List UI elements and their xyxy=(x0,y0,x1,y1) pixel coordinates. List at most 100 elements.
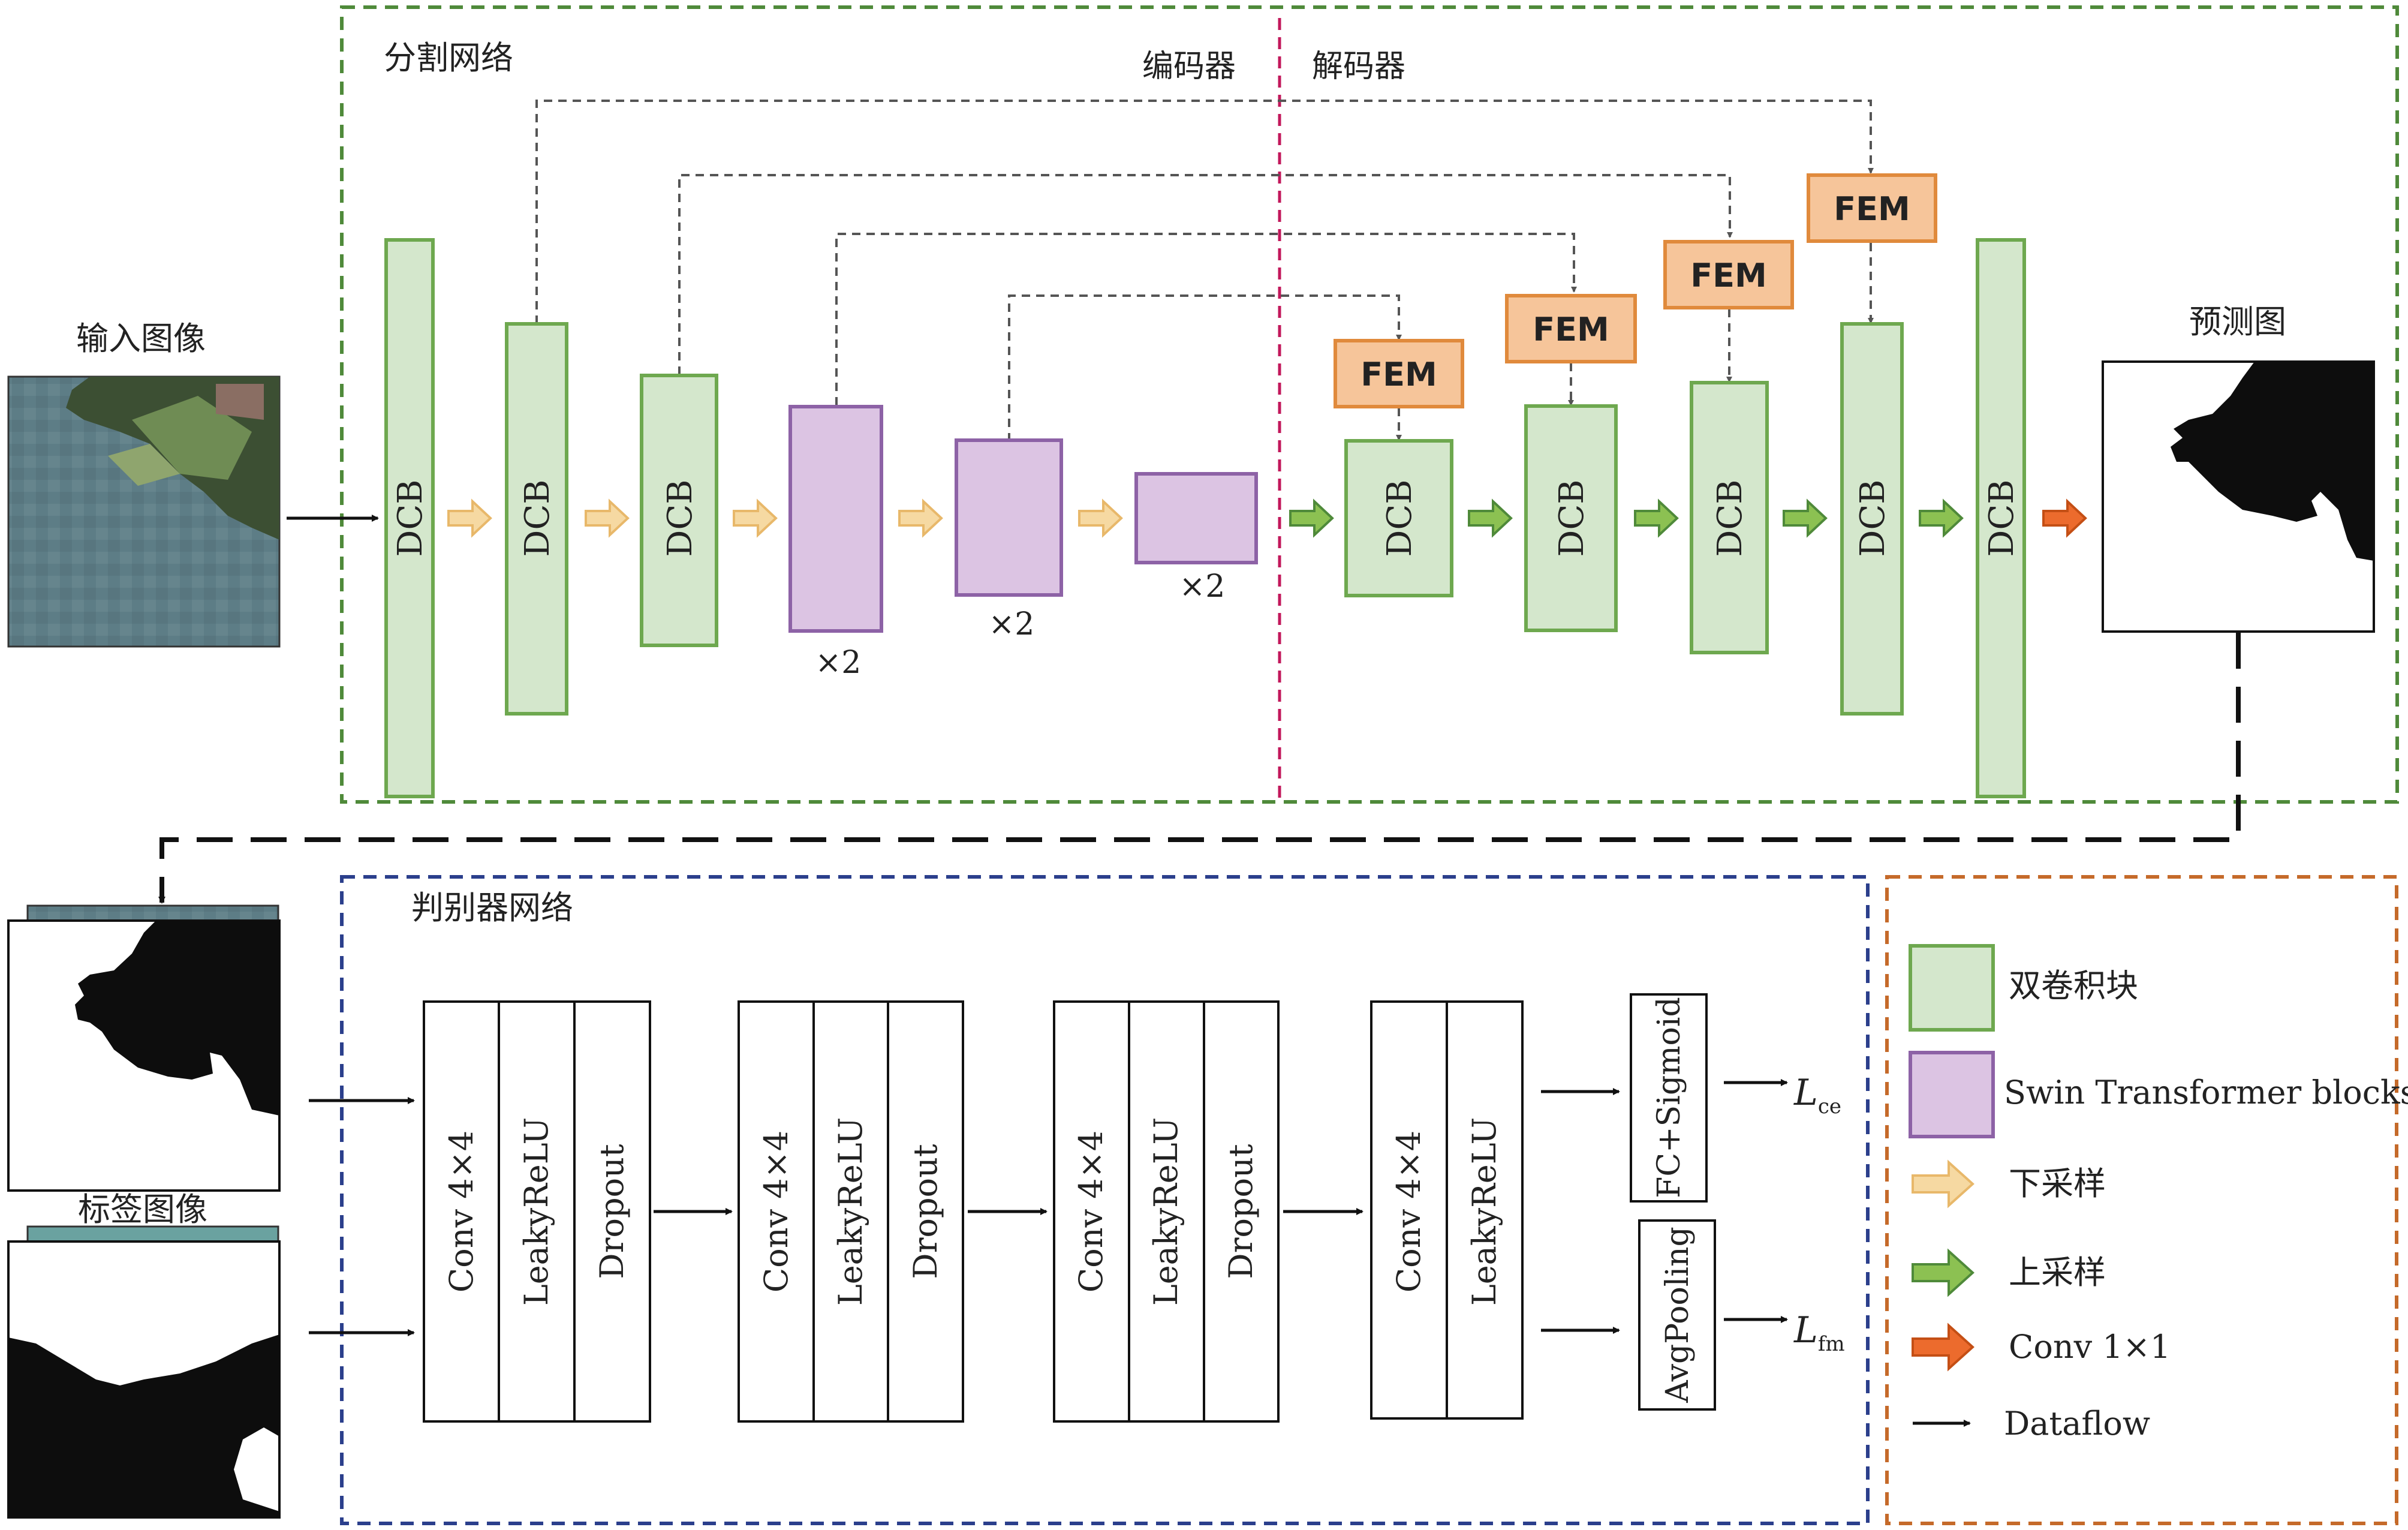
fc-sigmoid-block xyxy=(1630,993,1708,1203)
downsample-arrow-5 xyxy=(1078,498,1123,538)
disc-group-3: Conv 4×4 LeakyReLU Dropout xyxy=(1053,1000,1280,1423)
swin-block-1 xyxy=(788,405,883,633)
loss-fm-main: L xyxy=(1793,1309,1818,1351)
downsample-arrow-3 xyxy=(733,498,778,538)
avgpooling-label: AvgPooling xyxy=(1660,1227,1696,1403)
disc-group-2: Conv 4×4 LeakyReLU Dropout xyxy=(738,1000,964,1423)
dcb-block-6 xyxy=(1690,381,1769,654)
disc-group-1-dropout: Dropout xyxy=(593,1144,631,1279)
legend-dataflow-label: Dataflow xyxy=(2004,1405,2150,1442)
downsample-arrows xyxy=(447,498,1123,538)
legend-swin-swatch xyxy=(1909,1051,1995,1138)
loss-ce-main: L xyxy=(1793,1072,1818,1114)
disc-group-2-conv: Conv 4×4 xyxy=(757,1131,795,1292)
dcb-block-5 xyxy=(1524,404,1618,632)
legend-double-conv-label: 双卷积块 xyxy=(2009,967,2138,1005)
input-image-title: 输入图像 xyxy=(76,320,206,357)
legend-conv1x1-label: Conv 1×1 xyxy=(2009,1328,2171,1366)
input-image xyxy=(7,375,281,648)
fem-block-3 xyxy=(1663,240,1794,309)
dcb-labels: DCB DCB DCB DCB DCB DCB DCB DCB xyxy=(391,480,2021,557)
segmentation-network-title: 分割网络 xyxy=(384,39,513,77)
dcb-label-3: DCB xyxy=(661,480,700,557)
downsample-arrow-1 xyxy=(447,498,492,538)
dcb-block-3 xyxy=(640,374,718,647)
swin-block-2 xyxy=(955,438,1063,597)
skip-connection-3 xyxy=(835,233,1577,405)
skip-connection-4 xyxy=(1008,294,1402,441)
dcb-label-4: DCB xyxy=(1380,480,1419,557)
disc-group-4: Conv 4×4 LeakyReLU xyxy=(1370,1000,1524,1420)
predicted-image-stack xyxy=(7,904,281,1192)
upsample-arrow-5 xyxy=(1919,498,1964,538)
fem-blocks: FEM FEM FEM FEM xyxy=(1334,173,1937,408)
legend-upsample-label: 上采样 xyxy=(2009,1254,2106,1291)
fem-label-2: FEM xyxy=(1533,311,1609,348)
disc-group-2-dropout: Dropout xyxy=(907,1144,944,1279)
discriminator-network-title: 判别器网络 xyxy=(411,889,573,927)
legend: 双卷积块 Swin Transformer blocks 下采样 上采样 Con… xyxy=(1909,944,2408,1442)
dcb-block-1 xyxy=(384,238,435,798)
swin-blocks: ×2 ×2 ×2 xyxy=(788,405,1258,681)
upsample-arrow-3 xyxy=(1634,498,1679,538)
dcb-block-8 xyxy=(1976,238,2026,798)
prediction-map-title: 预测图 xyxy=(2189,303,2286,341)
swin-block-3 xyxy=(1134,472,1258,564)
fem-label-4: FEM xyxy=(1834,190,1910,228)
upsample-arrows xyxy=(1289,498,1964,538)
legend-upsample-arrow xyxy=(1912,1248,1974,1297)
fem-block-1 xyxy=(1334,339,1464,408)
disc-group-2-leaky: LeakyReLU xyxy=(832,1117,869,1306)
disc-group-4-leaky: LeakyReLU xyxy=(1465,1117,1503,1306)
fem-label-1: FEM xyxy=(1360,356,1437,393)
conv1x1-arrow xyxy=(2042,498,2087,538)
skip-connection-2 xyxy=(678,174,1733,375)
prediction-map xyxy=(2102,360,2375,633)
downsample-arrow-2 xyxy=(585,498,630,538)
upsample-arrow-4 xyxy=(1783,498,1828,538)
disc-group-1-conv: Conv 4×4 xyxy=(443,1131,480,1292)
avgpooling-block xyxy=(1638,1219,1716,1411)
swin-repeat-1: ×2 xyxy=(815,645,862,681)
dcb-block-7 xyxy=(1840,322,1904,716)
feedback-connector xyxy=(159,633,2241,903)
dcb-block-2 xyxy=(505,322,568,716)
decoder-label: 解码器 xyxy=(1312,49,1405,85)
disc-group-3-conv: Conv 4×4 xyxy=(1072,1131,1110,1292)
legend-swin-label: Swin Transformer blocks xyxy=(2004,1074,2408,1111)
disc-group-1: Conv 4×4 LeakyReLU Dropout xyxy=(423,1000,651,1423)
legend-conv1x1-arrow xyxy=(1912,1322,1974,1372)
label-image-title: 标签图像 xyxy=(78,1191,207,1228)
loss-ce: Lce xyxy=(1793,1072,1841,1119)
dcb-label-1: DCB xyxy=(391,480,430,557)
dcb-label-8: DCB xyxy=(1982,480,2021,557)
fem-block-4 xyxy=(1807,173,1937,243)
legend-downsample-label: 下采样 xyxy=(2009,1165,2106,1203)
encoder-label: 编码器 xyxy=(1142,49,1236,85)
upsample-arrow-2 xyxy=(1468,498,1513,538)
upsample-arrow-1 xyxy=(1289,498,1334,538)
swin-repeat-2: ×2 xyxy=(989,606,1035,642)
loss-fm-sub: fm xyxy=(1818,1332,1845,1356)
fem-label-3: FEM xyxy=(1690,257,1767,294)
loss-ce-sub: ce xyxy=(1818,1095,1841,1119)
legend-frame xyxy=(1885,875,2398,1525)
skip-connections xyxy=(535,100,1874,441)
disc-group-3-leaky: LeakyReLU xyxy=(1147,1117,1185,1306)
disc-group-3-dropout: Dropout xyxy=(1222,1144,1260,1279)
discriminator-network-frame xyxy=(340,875,1870,1525)
fem-block-2 xyxy=(1505,294,1637,363)
fc-sigmoid-label: FC+Sigmoid xyxy=(1651,997,1687,1198)
segmentation-network-frame xyxy=(340,5,2399,804)
dcb-label-2: DCB xyxy=(518,480,557,557)
dcb-label-6: DCB xyxy=(1711,480,1750,557)
dcb-blocks xyxy=(384,238,2026,798)
dcb-label-5: DCB xyxy=(1552,480,1591,557)
label-image-stack xyxy=(7,1225,281,1519)
dcb-label-7: DCB xyxy=(1853,480,1892,557)
disc-group-4-conv: Conv 4×4 xyxy=(1390,1131,1428,1292)
dcb-block-4 xyxy=(1344,439,1453,597)
loss-fm: Lfm xyxy=(1793,1309,1845,1356)
swin-repeat-3: ×2 xyxy=(1179,569,1226,605)
